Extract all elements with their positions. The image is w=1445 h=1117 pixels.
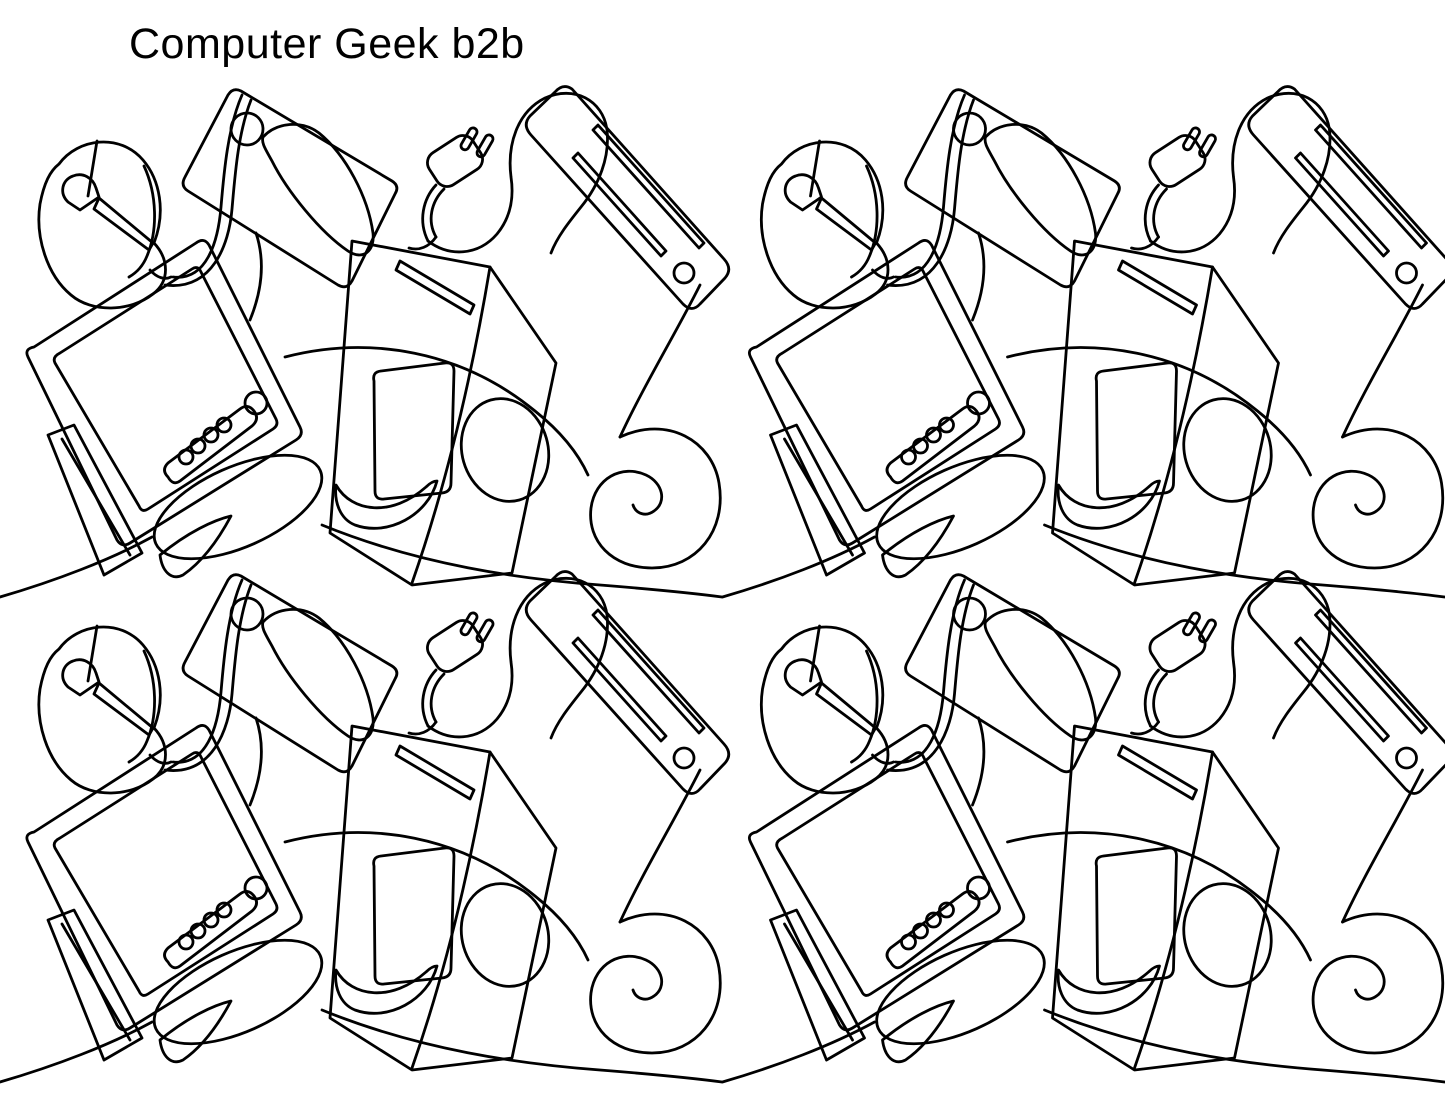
pattern-title: Computer Geek b2b xyxy=(129,20,525,68)
pattern-tile-row1-col1 xyxy=(0,85,731,599)
pattern-tile-row2-col2 xyxy=(721,570,1445,1084)
pattern-tile-row2-col1 xyxy=(0,570,731,1084)
pattern-tile-row1-col2 xyxy=(721,85,1445,599)
